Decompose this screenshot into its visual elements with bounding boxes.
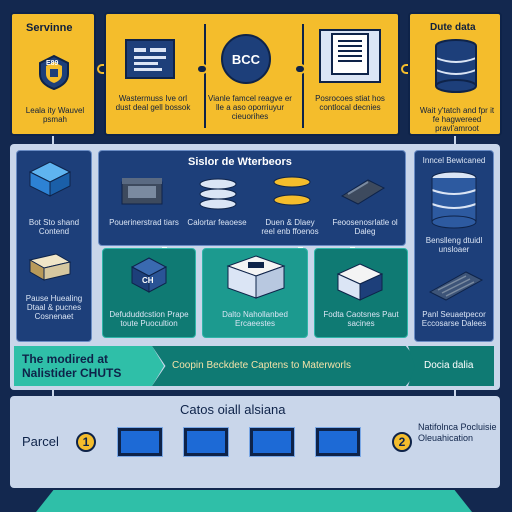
banner: The modired at Nalistider CHUTS Coopin B… (14, 346, 494, 386)
board-icon (338, 176, 388, 208)
left-item-caption: Bot Sto shand Contend (28, 218, 80, 236)
cube-badge: CH (142, 276, 154, 285)
banner-middle (152, 346, 422, 386)
device-icon (120, 176, 164, 208)
box-icon (226, 254, 286, 300)
storage-box-icon (26, 250, 74, 282)
disk-stack-icon (196, 176, 240, 212)
keyboard-icon (426, 268, 484, 302)
flow-line (52, 136, 54, 146)
database-cylinder-icon (430, 170, 478, 230)
right-top-caption: Benslleng dtuidl unsloaer (425, 236, 483, 254)
step-1-badge: 1 (76, 432, 96, 452)
banner-left-label: The modired at Nalistider CHUTS (22, 352, 122, 380)
green-card-caption: Fodta Caotsnes Paut sacines (323, 310, 399, 328)
folder-icon (124, 36, 176, 82)
monitor-icon (118, 428, 162, 456)
left-bottom-caption: Pause Huealing Dtaal & pucnes Cosnenaet (25, 294, 83, 321)
right-top-title: Inncel Bewicaned (422, 156, 486, 165)
upper-item-caption: Duen & Dlaey reel enb ffoenos (261, 218, 319, 236)
flow-line (454, 386, 456, 398)
middle-title: Sislor de Wterbeors (188, 156, 292, 168)
bcc-circle: BCC (221, 34, 271, 84)
service-title: Servinne (26, 22, 73, 34)
bottom-title: Catos oiall alsiana (180, 402, 286, 417)
data-caption: Wait y'tatch and fpr it fe hagwereed pra… (419, 106, 495, 133)
data-panel: Dute data Wait y'tatch and fpr it fe hag… (408, 12, 502, 136)
document-icon (318, 28, 382, 84)
shield-icon (36, 54, 72, 90)
divider (302, 24, 304, 128)
service-caption: Leala ity Wauvel psmah (25, 106, 85, 124)
banner-right (408, 346, 494, 386)
banner-right-label: Docia dalia (424, 360, 474, 371)
flow-line (52, 386, 54, 398)
sub1-caption: Wastermuss Ive orl dust deal gell bossok (115, 94, 191, 112)
bcc-label: BCC (231, 51, 261, 67)
service-panel: Servinne E89 Leala ity Wauvel psmah (10, 12, 96, 136)
divider (204, 24, 206, 128)
right-bottom-caption: Panl Seuaetpecor Eccosarse Dalees (421, 310, 487, 328)
container-icon (336, 262, 384, 302)
bottom-edge-bar (36, 490, 472, 512)
coil-icon (270, 172, 314, 212)
monitor-icon (316, 428, 360, 456)
upper-item-caption: Calortar feaoese (187, 218, 247, 227)
banner-left (14, 346, 164, 386)
connector (294, 64, 306, 74)
sub2-caption: Vianle famcel reagve er lle a aso oporri… (208, 94, 292, 121)
sub3-caption: Posrocoes stiat hos contlocal decnies (315, 94, 385, 112)
database-icon (434, 38, 478, 94)
monitor-icon (250, 428, 294, 456)
data-title: Dute data (430, 22, 476, 33)
cube-icon (130, 256, 168, 294)
upper-item-caption: Pouerinerstrad tiars (109, 218, 179, 227)
upper-item-caption: Feoosenosrlatle ol Daleg (332, 218, 398, 236)
bottom-right-caption: Natifolnca Pocluisie Oleuahication (418, 422, 497, 443)
parcel-label: Parcel (22, 434, 59, 449)
step-2-badge: 2 (392, 432, 412, 452)
flow-line (454, 136, 456, 146)
server-cube-icon (28, 160, 72, 198)
connector (196, 64, 208, 74)
green-card-caption: Defududdcstion Prape toute Puocultion (109, 310, 189, 328)
banner-middle-label: Coopin Beckdete Captens to Materworls (172, 360, 351, 371)
shield-badge: E89 (46, 60, 59, 67)
monitor-icon (184, 428, 228, 456)
green-card-caption: Dalto Nahollanbed Ercaeestes (222, 310, 288, 328)
